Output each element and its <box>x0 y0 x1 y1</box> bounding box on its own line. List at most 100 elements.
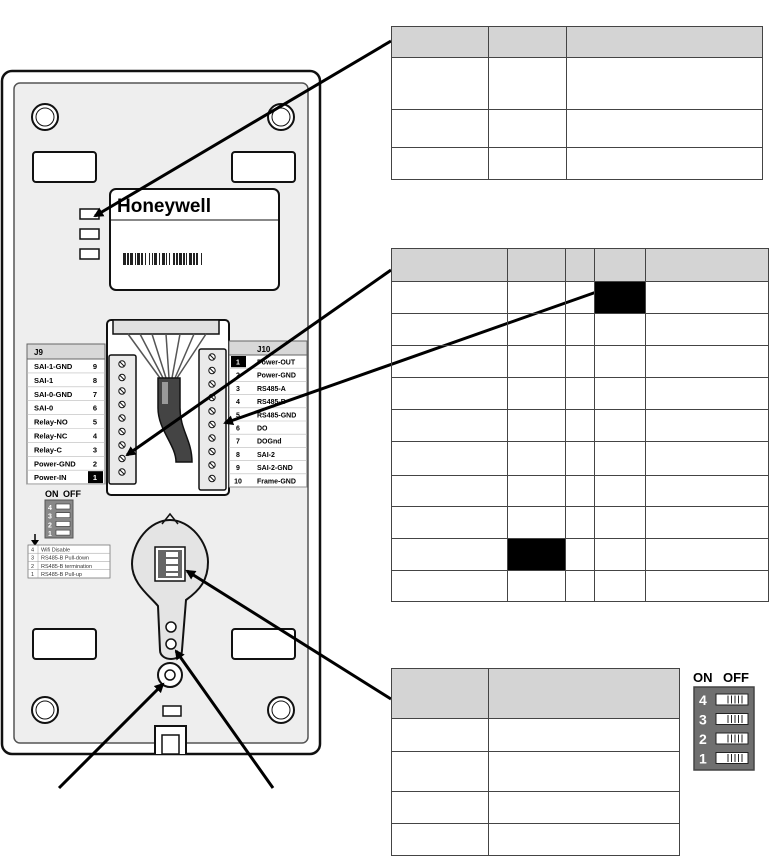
j10-pin-label: DOGnd <box>257 439 282 446</box>
j9-pin-number: 4 <box>93 432 98 441</box>
j9-pin-label: Power-IN <box>34 473 67 482</box>
table-row <box>391 441 769 476</box>
bracket <box>130 512 210 660</box>
dip-table-header-cell <box>391 668 489 719</box>
terminal-table-header-cell <box>645 247 769 283</box>
j10-pin-label: Power-OUT <box>257 360 296 367</box>
dip-table-header-cell <box>488 668 680 719</box>
device-dip-toggle <box>55 512 71 519</box>
j9-pin-number: 6 <box>93 404 97 413</box>
dip-number: 2 <box>699 731 707 747</box>
table-row <box>391 474 769 507</box>
j9-pin-number: 7 <box>93 390 97 399</box>
table-row <box>391 109 763 148</box>
screw-hole-top-left <box>31 103 59 131</box>
led-table-header-cell <box>391 25 489 59</box>
j9-pin-label: Relay-NO <box>34 418 68 427</box>
j10-pin-number: 7 <box>236 439 240 446</box>
j10-pin-number: 9 <box>236 465 240 472</box>
barcode <box>123 253 202 265</box>
j9-pin-label: SAI-1-GND <box>34 362 73 371</box>
j9-pin-label: Relay-NC <box>34 432 68 441</box>
j10-pin-label: RS485-GND <box>257 412 296 419</box>
j9-pin-number: 3 <box>93 445 97 454</box>
dip-legend-text: RS485-B Pull-up <box>41 572 82 578</box>
j10-pin-number: 5 <box>236 412 240 419</box>
j9-pin-label: SAI-0 <box>34 404 53 413</box>
j9-pin-number: 1 <box>93 473 97 482</box>
device-dip-toggle <box>55 529 71 536</box>
screw-hole-bottom-left <box>31 696 59 724</box>
table-row <box>391 313 769 347</box>
table-row <box>391 409 769 443</box>
dip-number: 4 <box>699 692 707 708</box>
j10-header: J10 <box>257 345 271 354</box>
table-row <box>391 718 680 752</box>
led-table-header-cell <box>566 25 763 59</box>
callout-arrow-j9 <box>125 268 392 457</box>
j10-pin-label: RS485-A <box>257 386 286 393</box>
j9-pin-label: SAI-0-GND <box>34 390 73 399</box>
table-row <box>391 377 769 411</box>
led-indicator-2 <box>79 228 100 240</box>
table-row <box>391 823 680 856</box>
j10-pin-legend: J10 1Power-OUT2Power-GND3RS485-A4RS485-B… <box>228 340 308 488</box>
j10-pin-number: 4 <box>236 399 240 406</box>
down-arrow-icon <box>31 534 39 546</box>
terminal-table-header-cell <box>594 247 646 283</box>
device-dip-number: 1 <box>48 531 52 538</box>
cable-highlight <box>162 382 168 404</box>
callout-arrow-dip <box>185 569 392 701</box>
mounting-slot-top-left <box>32 151 97 183</box>
j9-pin-number: 8 <box>93 376 97 385</box>
j10-pin-number: 1 <box>236 360 240 367</box>
callout-arrow-leds <box>93 39 392 218</box>
dip-legend-number: 1 <box>31 572 34 578</box>
device-dip-toggle <box>55 503 71 510</box>
j10-pin-label: SAI-2-GND <box>257 465 293 472</box>
j10-pin-number: 3 <box>236 386 240 393</box>
j10-pin-number: 10 <box>234 478 242 485</box>
j10-pin-label: Frame-GND <box>257 478 296 485</box>
j10-pin-label: SAI-2 <box>257 452 275 459</box>
terminal-table-header-cell <box>565 247 595 283</box>
j10-pin-number: 6 <box>236 426 240 433</box>
dip-number: 3 <box>699 712 707 728</box>
screw-hole-top-right <box>267 103 295 131</box>
dip-legend-number: 2 <box>31 564 34 570</box>
mounting-slot-top-right <box>231 151 296 183</box>
filled-cell <box>507 537 566 571</box>
table-row <box>391 57 763 111</box>
table-row <box>391 146 763 181</box>
table-row <box>391 505 769 539</box>
dip-table <box>391 668 680 856</box>
device-dip-number: 2 <box>48 522 52 529</box>
j10-pin-label: DO <box>257 426 268 433</box>
j10-pin-label: RS485-B <box>257 399 286 406</box>
mounting-slot-bottom-right <box>231 628 296 660</box>
cable-clamp <box>112 319 220 335</box>
callout-arrow-bottom-screw <box>57 682 165 790</box>
terminal-screws-j9 <box>118 360 126 476</box>
device-dip-number: 3 <box>48 514 52 521</box>
dip-legend-text: Wifi Disable <box>41 548 70 554</box>
honeywell-logo: Honeywell <box>117 196 211 217</box>
table-row <box>391 569 769 603</box>
table-row <box>391 791 680 824</box>
dip-on-label: ON <box>693 670 713 685</box>
j9-pin-number: 9 <box>93 362 97 371</box>
dip-legend-text: RS485-B Pull-down <box>41 556 89 562</box>
j9-pin-label: Power-GND <box>34 459 76 468</box>
callout-arrow-bracket <box>174 649 275 789</box>
led-table <box>391 25 763 181</box>
terminal-table <box>391 247 769 603</box>
j10-pin-label: Power-GND <box>257 373 296 380</box>
led-indicator-3 <box>79 248 100 260</box>
cable-wires <box>127 333 207 379</box>
dip-off-label: OFF <box>723 670 749 685</box>
